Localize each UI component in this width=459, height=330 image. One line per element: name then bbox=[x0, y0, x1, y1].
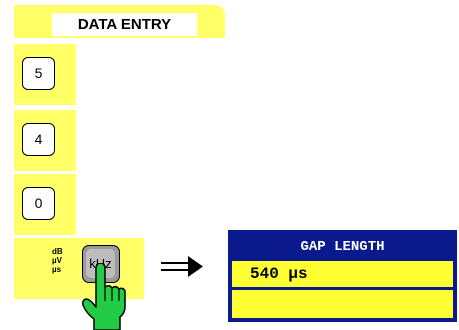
display-title-bar bbox=[232, 236, 453, 258]
data-entry-title: DATA ENTRY bbox=[52, 13, 197, 36]
display-value-field bbox=[232, 261, 453, 287]
key-panel-5: 5 bbox=[14, 44, 76, 105]
key-panel-0: 0 bbox=[14, 174, 76, 235]
display-value: 540 µs bbox=[250, 265, 308, 283]
double-arrow-right-icon bbox=[161, 256, 203, 277]
unit-label-uv: µV bbox=[52, 256, 62, 265]
display-title: GAP LENGTH bbox=[300, 239, 385, 255]
key-panel-4: 4 bbox=[14, 110, 76, 171]
unit-label-us: µs bbox=[52, 265, 62, 274]
key-4-button[interactable]: 4 bbox=[22, 123, 55, 156]
display-empty-field bbox=[232, 290, 453, 318]
gap-length-display: GAP LENGTH 540 µs bbox=[228, 230, 457, 322]
data-entry-header: DATA ENTRY bbox=[14, 5, 225, 38]
key-5-button[interactable]: 5 bbox=[22, 57, 55, 90]
unit-label-db: dB bbox=[52, 247, 63, 256]
hand-pointer-icon bbox=[82, 263, 126, 330]
unit-labels: dB µV µs bbox=[52, 247, 74, 274]
key-0-button[interactable]: 0 bbox=[22, 187, 55, 220]
